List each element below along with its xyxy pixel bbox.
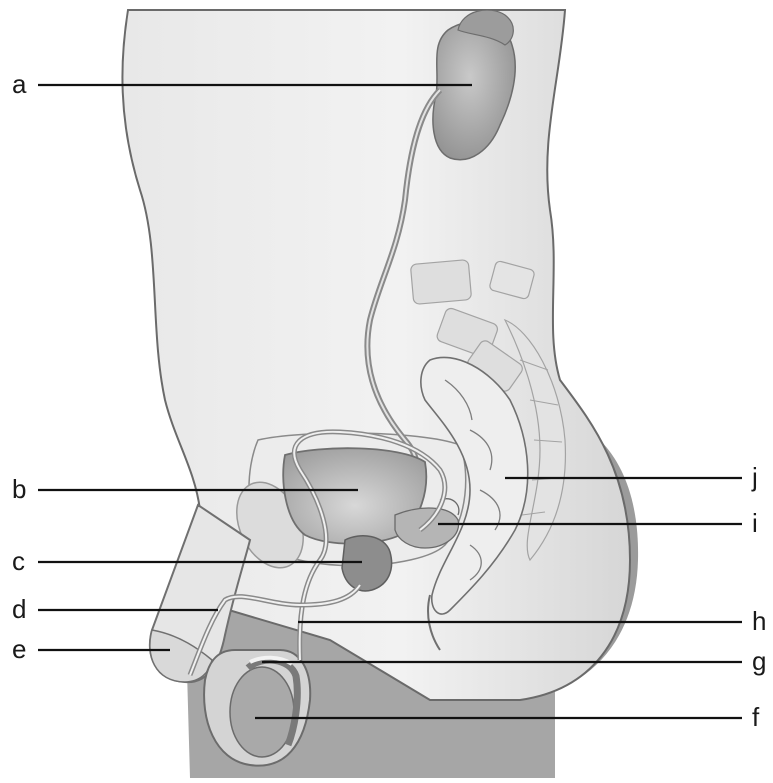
label-g: g	[752, 648, 766, 674]
label-i: i	[752, 510, 758, 536]
label-f: f	[752, 704, 759, 730]
label-j: j	[752, 464, 758, 490]
testis	[230, 667, 294, 757]
label-a: a	[12, 71, 26, 97]
label-e: e	[12, 636, 26, 662]
label-d: d	[12, 596, 26, 622]
label-b: b	[12, 476, 26, 502]
label-c: c	[12, 548, 25, 574]
label-h: h	[752, 608, 766, 634]
vertebra-1	[410, 260, 471, 305]
prostate	[342, 536, 392, 591]
